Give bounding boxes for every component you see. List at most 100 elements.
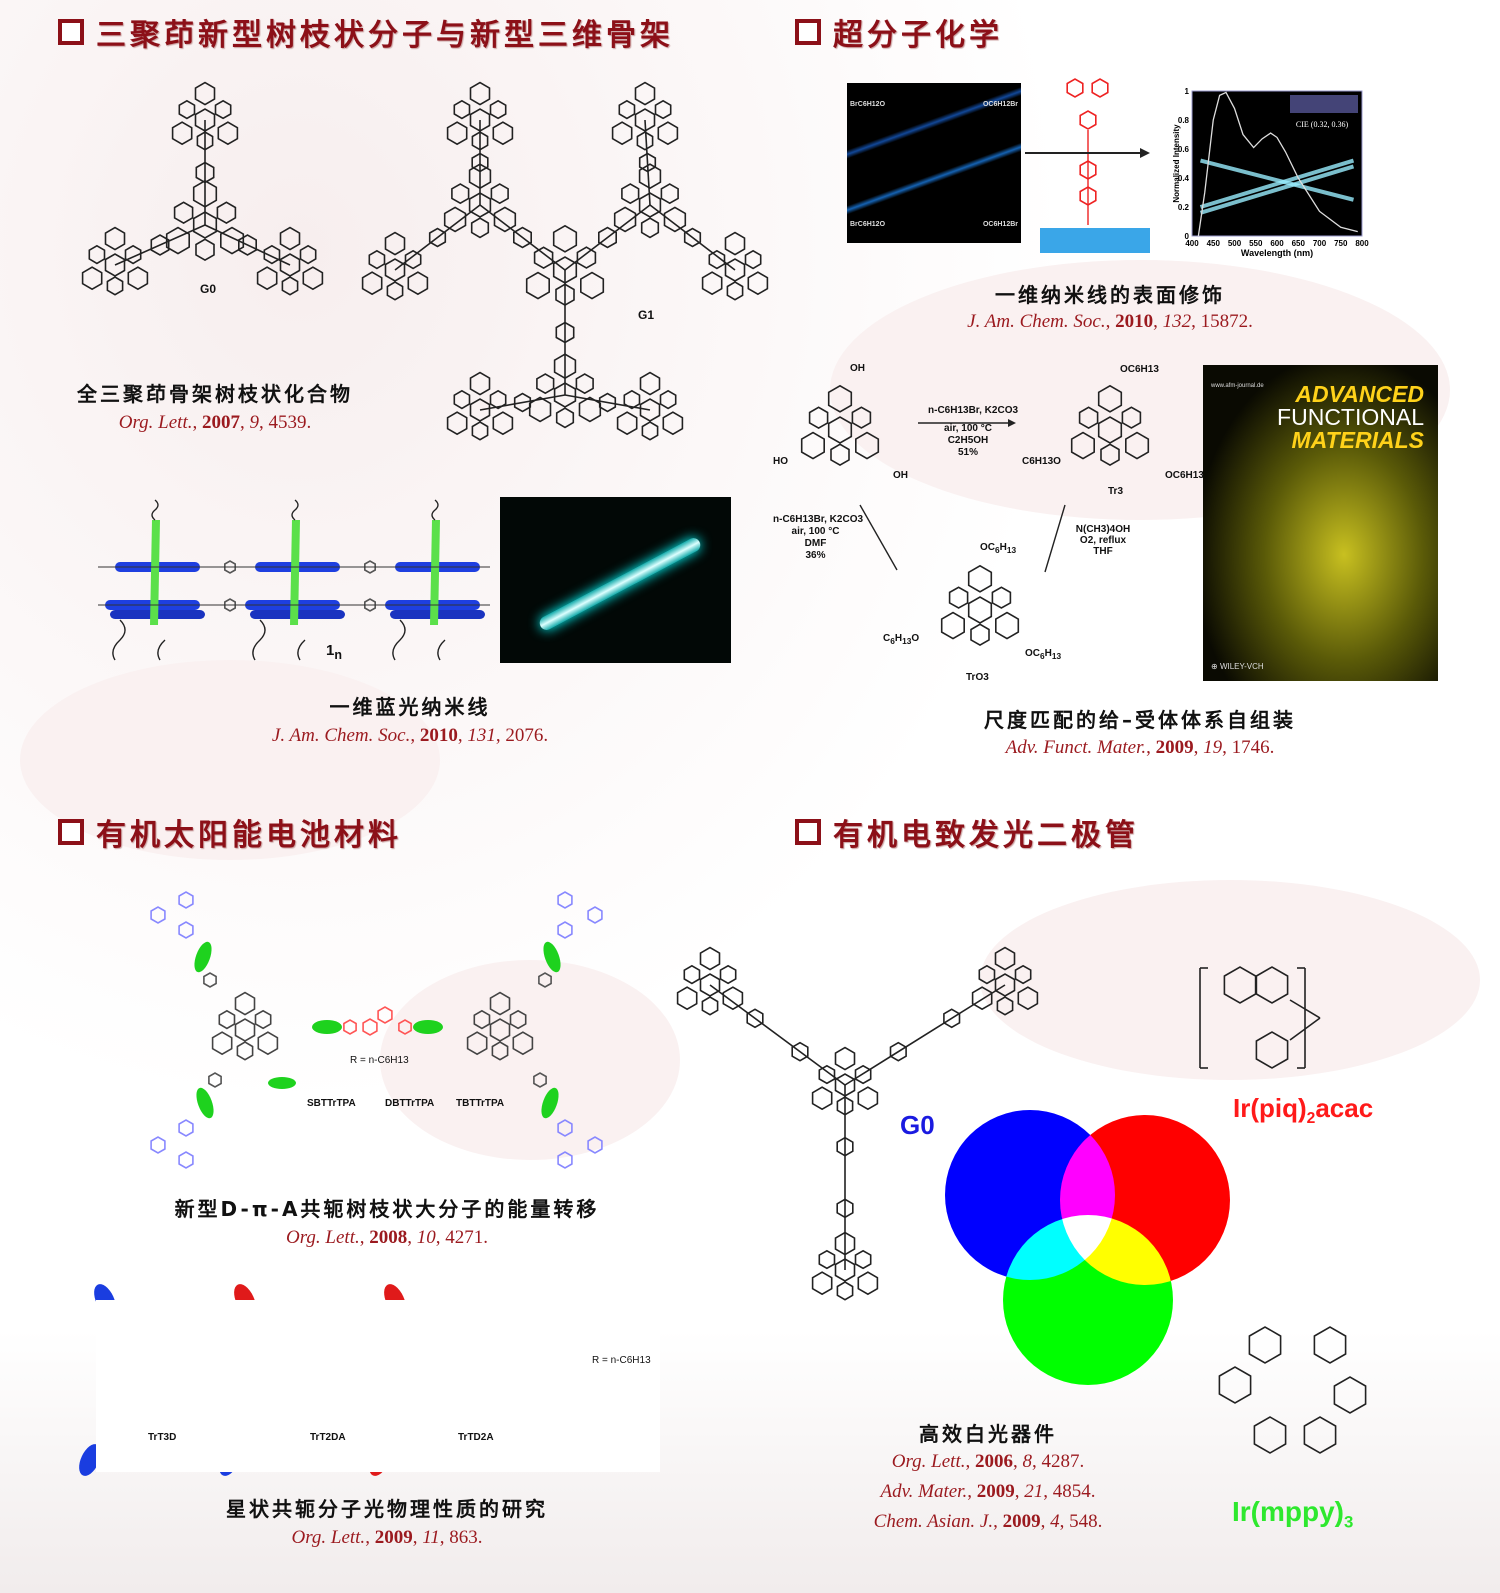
ring: [552, 224, 578, 253]
ring: [699, 946, 721, 971]
section-title: 有机太阳能电池材料: [96, 818, 402, 853]
nanowire-streak: [1200, 158, 1354, 202]
bullet-square-icon: [58, 819, 84, 845]
star-molecules-panel: [96, 1300, 660, 1472]
ring: [811, 1086, 833, 1111]
ring: [236, 1041, 254, 1061]
y-tick-label: 0.6: [1178, 145, 1190, 154]
y-axis-label: Normalized Intensity: [1172, 124, 1181, 203]
ring: [970, 623, 990, 647]
bullet-square-icon: [795, 19, 821, 45]
ring: [834, 1046, 856, 1071]
ring: [384, 258, 406, 282]
ring: [443, 206, 467, 233]
ring: [446, 411, 468, 436]
ring: [263, 244, 281, 265]
ring: [150, 906, 166, 924]
group-label: HO: [773, 456, 788, 467]
ring: [1253, 1416, 1287, 1454]
ring: [453, 99, 471, 120]
nanowire-inset: [1290, 95, 1358, 113]
ring: [808, 406, 829, 430]
ring: [636, 131, 654, 151]
ring: [104, 253, 126, 277]
x-tick-label: 750: [1334, 239, 1348, 248]
group-label: OH: [850, 363, 865, 374]
core-plate: [290, 520, 300, 625]
ring: [662, 411, 684, 436]
surface-caption: 一维纳米线的表面修饰: [995, 283, 1225, 307]
x-tick-label: 600: [1270, 239, 1284, 248]
ring: [553, 353, 577, 380]
substrate-surface: [1040, 228, 1150, 253]
ring: [218, 1009, 236, 1030]
ring: [1125, 431, 1150, 460]
bond: [564, 204, 651, 271]
bond: [394, 204, 481, 271]
ring: [724, 231, 746, 256]
ring: [818, 1064, 836, 1085]
ring: [368, 249, 386, 270]
compound-label: TrO3: [966, 672, 989, 683]
ring: [943, 1008, 961, 1029]
ring: [699, 973, 721, 997]
dendrimer-reference: Org. Lett., 2007, 9, 4539.: [118, 412, 312, 433]
cover-site: www.afm-journal.de: [1211, 383, 1264, 389]
surface-reference: J. Am. Chem. Soc., 2010, 132, 15872.: [967, 311, 1253, 332]
background-cloud: [20, 660, 440, 860]
ring: [513, 392, 532, 413]
bond: [114, 224, 206, 266]
ring: [302, 266, 324, 291]
nanowire-caption: 一维蓝光纳米线: [329, 695, 491, 719]
ring: [818, 1249, 836, 1270]
oled-reference-1: Org. Lett., 2006, 8, 4287.: [891, 1451, 1085, 1472]
ring: [493, 206, 517, 233]
group-label: OC6H13: [1120, 364, 1159, 375]
emission-series-line: [1197, 91, 1358, 237]
ring: [854, 431, 880, 460]
ring: [234, 1018, 256, 1042]
ring: [256, 266, 278, 291]
ring: [557, 921, 573, 939]
ring: [178, 99, 196, 120]
chromophore-ellipse: [194, 941, 212, 973]
ring: [791, 1041, 809, 1062]
ring: [641, 421, 659, 441]
ring: [489, 99, 507, 120]
ring: [428, 227, 447, 248]
nanowire-streak: [1199, 164, 1355, 215]
ring: [104, 226, 126, 251]
group-label: OC6H13: [1165, 470, 1204, 481]
ring: [1333, 1376, 1367, 1414]
section-supramolecular: 超分子化学: [795, 10, 1003, 54]
chromophore-ellipse: [543, 941, 561, 973]
ring: [211, 1031, 233, 1056]
ring: [470, 217, 490, 239]
bond: [479, 394, 566, 411]
ring: [407, 271, 429, 296]
ring: [996, 996, 1014, 1016]
ring: [81, 266, 103, 291]
ring: [106, 276, 124, 296]
bullet-square-icon: [795, 819, 821, 845]
ring: [618, 99, 636, 120]
ring: [178, 1151, 194, 1169]
ring: [611, 121, 633, 146]
star-caption: 星状共轭分子光物理性质的研究: [226, 1497, 548, 1521]
ring: [701, 996, 719, 1016]
ring: [299, 244, 317, 265]
bond: [1044, 504, 1066, 573]
journal-cover-image: www.afm-journal.de ADVANCED FUNCTIONAL M…: [1203, 365, 1438, 681]
ring: [857, 1271, 879, 1296]
ring: [1248, 1326, 1282, 1364]
ring: [220, 226, 245, 255]
y-tick-label: 0.8: [1178, 116, 1190, 125]
ring: [208, 1072, 222, 1088]
alkyl-chain: [291, 499, 299, 521]
ring: [533, 1072, 547, 1088]
ring: [469, 81, 491, 106]
ring: [1313, 1326, 1347, 1364]
ring: [533, 246, 554, 270]
compound-label: TrT3D: [148, 1432, 177, 1443]
